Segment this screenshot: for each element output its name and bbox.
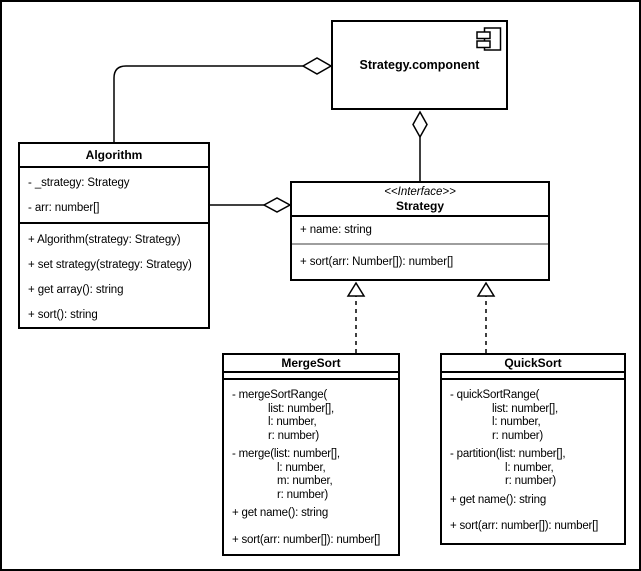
methods-compartment: + sort(arr: Number[]): number[] xyxy=(292,245,548,279)
aggregation-edge-algorithm-to-component xyxy=(113,57,333,142)
method-line: - mergeSortRange( xyxy=(232,389,328,401)
method-line: r: number) xyxy=(505,475,557,487)
aggregation-line xyxy=(113,65,303,142)
component-title: Strategy.component xyxy=(359,58,480,72)
interface-title-compartment: <<Interface>> Strategy xyxy=(292,183,548,217)
method-line: + get name(): string xyxy=(450,493,547,506)
interface-stereotype: <<Interface>> xyxy=(384,185,456,198)
realization-edge-mergesort-to-strategy xyxy=(346,281,366,353)
methods-compartment: - mergeSortRange( list: number[], l: num… xyxy=(224,380,398,547)
realization-triangle-icon xyxy=(346,281,366,297)
method-line: l: number, xyxy=(492,416,541,428)
method-line: + set strategy(strategy: Strategy) xyxy=(28,259,192,271)
method-line: r: number) xyxy=(268,429,320,442)
method-get-name: + get name(): string xyxy=(450,494,624,508)
method-line: r: number) xyxy=(277,488,329,501)
method-line: + get array(): string xyxy=(28,284,124,296)
empty-attributes-compartment xyxy=(442,373,624,380)
attributes-compartment: - _strategy: Strategy - arr: number[] xyxy=(20,168,208,224)
aggregation-diamond-icon xyxy=(301,57,333,75)
attribute-line: - _strategy: Strategy xyxy=(28,177,130,189)
method-sort: + sort(arr: number[]): number[] xyxy=(232,534,398,548)
method-line: list: number[], xyxy=(268,402,335,415)
method-line: l: number, xyxy=(505,461,554,474)
method-line: - quickSortRange( xyxy=(450,389,540,401)
method-sort: + sort(arr: number[]): number[] xyxy=(450,520,624,534)
method-line: l: number, xyxy=(277,461,326,474)
method-line: list: number[], xyxy=(492,402,559,415)
aggregation-edge-algorithm-to-strategy xyxy=(210,197,292,213)
aggregation-diamond-icon xyxy=(412,110,428,139)
aggregation-edge-component-to-strategy xyxy=(412,110,428,181)
method-line: + sort(arr: number[]): number[] xyxy=(232,533,381,546)
attribute-line: + name: string xyxy=(300,224,372,236)
class-box-mergesort: MergeSort - mergeSortRange( list: number… xyxy=(222,353,400,556)
method-line: + Algorithm(strategy: Strategy) xyxy=(28,234,181,246)
method-quick-sort-range: - quickSortRange( list: number[], l: num… xyxy=(450,389,624,443)
method-merge-sort-range: - mergeSortRange( list: number[], l: num… xyxy=(232,389,398,443)
method-line: + sort(): string xyxy=(28,309,98,321)
class-box-quicksort: QuickSort - quickSortRange( list: number… xyxy=(440,353,626,545)
attributes-compartment: + name: string xyxy=(292,217,548,245)
empty-attributes-compartment xyxy=(224,373,398,380)
interface-title: Strategy xyxy=(395,198,445,213)
class-box-algorithm: Algorithm - _strategy: Strategy - arr: n… xyxy=(18,142,210,329)
methods-compartment: + Algorithm(strategy: Strategy) + set st… xyxy=(20,224,208,327)
method-line: - merge(list: number[], xyxy=(232,448,340,460)
method-line: l: number, xyxy=(268,416,317,428)
method-line: m: number, xyxy=(277,475,333,487)
method-line: + sort(arr: Number[]): number[] xyxy=(300,256,454,268)
method-line: + get name(): string xyxy=(232,507,329,519)
method-line: - partition(list: number[], xyxy=(450,448,566,460)
class-title: QuickSort xyxy=(442,355,624,373)
method-line: + sort(arr: number[]): number[] xyxy=(450,520,599,532)
component-box-strategy-component: Strategy.component xyxy=(331,20,508,110)
realization-triangle-icon xyxy=(476,281,496,297)
aggregation-diamond-icon xyxy=(262,197,292,213)
method-get-name: + get name(): string xyxy=(232,507,398,521)
interface-box-strategy: <<Interface>> Strategy + name: string + … xyxy=(290,181,550,281)
class-title: MergeSort xyxy=(224,355,398,373)
uml-component-icon xyxy=(476,27,502,51)
attribute-line: - arr: number[] xyxy=(28,202,100,214)
class-title: Algorithm xyxy=(20,144,208,168)
method-line: r: number) xyxy=(492,429,544,442)
realization-edge-quicksort-to-strategy xyxy=(476,281,496,353)
method-merge: - merge(list: number[], l: number, m: nu… xyxy=(232,448,398,502)
method-partition: - partition(list: number[], l: number, r… xyxy=(450,448,624,489)
methods-compartment: - quickSortRange( list: number[], l: num… xyxy=(442,380,624,534)
